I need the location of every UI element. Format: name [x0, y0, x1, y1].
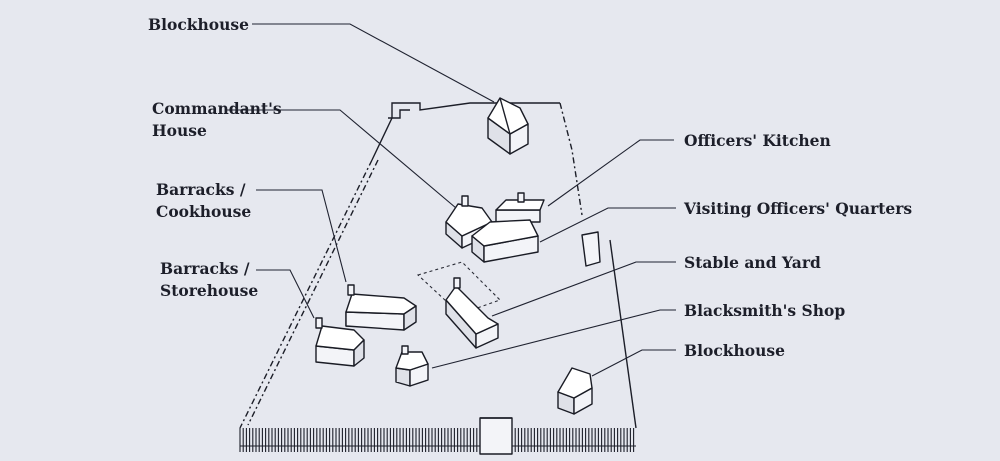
stable-yard-fence [416, 261, 502, 315]
leader-visiting-officers-quarters [539, 207, 676, 243]
leader-blockhouse-north [252, 23, 495, 103]
label-barracks-storehouse-line2: Storehouse [160, 281, 258, 300]
stable-building [416, 261, 502, 349]
label-blockhouse-south: Blockhouse [684, 341, 785, 360]
leader-blockhouse-south [591, 349, 676, 377]
leader-stable-and-yard [491, 261, 676, 317]
label-commandants-house-line2: House [152, 121, 207, 140]
barracks-storehouse-building [315, 317, 365, 367]
leader-barracks-cookhouse [256, 189, 347, 283]
west-wall-inner [247, 159, 379, 426]
leader-commandants-house [226, 109, 457, 209]
label-blacksmiths-shop: Blacksmith's Shop [684, 301, 845, 320]
blockhouse-south-building [557, 367, 593, 415]
officers-kitchen-building [495, 192, 545, 223]
label-commandants-house-line1: Commandant's [152, 99, 282, 118]
leader-officers-kitchen [547, 139, 674, 207]
visiting-officers-quarters-building [471, 219, 539, 263]
label-blockhouse-north: Blockhouse [148, 15, 249, 34]
east-wall-lower [609, 239, 637, 429]
blacksmiths-shop-building [395, 345, 429, 387]
south-gate [479, 417, 513, 455]
label-barracks-storehouse-line1: Barracks / [160, 259, 250, 278]
leader-blacksmiths-shop [431, 309, 676, 369]
label-officers-kitchen: Officers' Kitchen [684, 131, 831, 150]
south-palisade [239, 428, 636, 452]
fort-walls [239, 102, 637, 455]
north-wall-notch [388, 109, 410, 119]
label-stable-and-yard: Stable and Yard [684, 253, 821, 272]
gate-post-east [581, 231, 601, 267]
barracks-cookhouse-building [345, 284, 417, 331]
label-barracks-cookhouse-line1: Barracks / [156, 180, 246, 199]
label-visiting-officers-quarters: Visiting Officers' Quarters [683, 199, 912, 218]
label-barracks-cookhouse-line2: Cookhouse [156, 202, 251, 221]
leader-barracks-storehouse [256, 269, 315, 319]
blockhouse-north-building [487, 97, 529, 155]
labels: Blockhouse Commandant's House Barracks /… [148, 15, 912, 360]
west-wall [239, 159, 373, 429]
east-wall-upper [559, 102, 583, 216]
leader-lines [226, 23, 676, 377]
